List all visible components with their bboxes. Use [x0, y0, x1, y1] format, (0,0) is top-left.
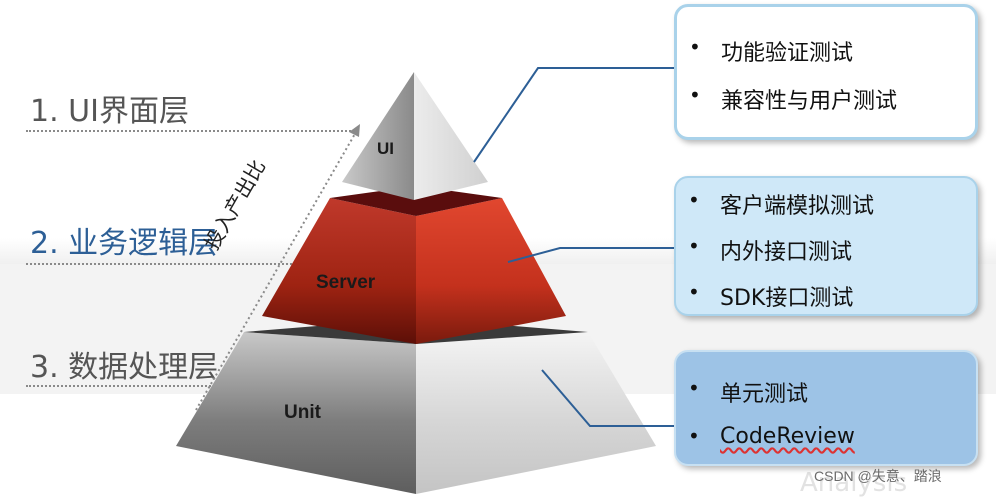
layer-label-data: 3. 数据处理层	[30, 350, 219, 385]
pyramid-label-unit: Unit	[284, 402, 321, 423]
layer-label-ui: 1. UI界面层	[30, 94, 189, 129]
connector-ui	[473, 67, 676, 163]
pyramid-tier-server	[262, 186, 566, 344]
layer-divider-data	[26, 385, 226, 387]
pyramid-tier-ui	[342, 72, 488, 200]
background-ghost-text: Analysis	[800, 468, 908, 498]
ui-test-item: 兼容性与用户测试	[677, 83, 975, 115]
layer-label-business: 2. 业务逻辑层	[30, 226, 219, 261]
ui-test-item: 功能验证测试	[677, 35, 975, 67]
layer-divider-ui	[26, 130, 358, 132]
callout-box-ui: 功能验证测试 兼容性与用户测试	[674, 4, 978, 140]
layer-divider-business	[26, 263, 296, 265]
pyramid-label-server: Server	[316, 272, 376, 293]
server-test-item: SDK接口测试	[676, 280, 976, 312]
server-test-item: 内外接口测试	[676, 234, 976, 266]
csdn-watermark: CSDN @失意、踏浪	[814, 468, 942, 484]
callout-box-server: 客户端模拟测试 内外接口测试 SDK接口测试	[674, 176, 978, 316]
connector-server	[507, 247, 676, 263]
pyramid-label-ui: UI	[377, 139, 394, 158]
server-test-item: 客户端模拟测试	[676, 188, 976, 220]
unit-test-item: 单元测试	[676, 376, 976, 408]
unit-test-item: CodeReview	[676, 424, 976, 449]
roi-arrow	[195, 124, 360, 411]
pyramid-tier-unit	[176, 318, 656, 494]
connector-unit	[541, 369, 676, 427]
callout-box-unit: 单元测试 CodeReview	[674, 350, 978, 466]
